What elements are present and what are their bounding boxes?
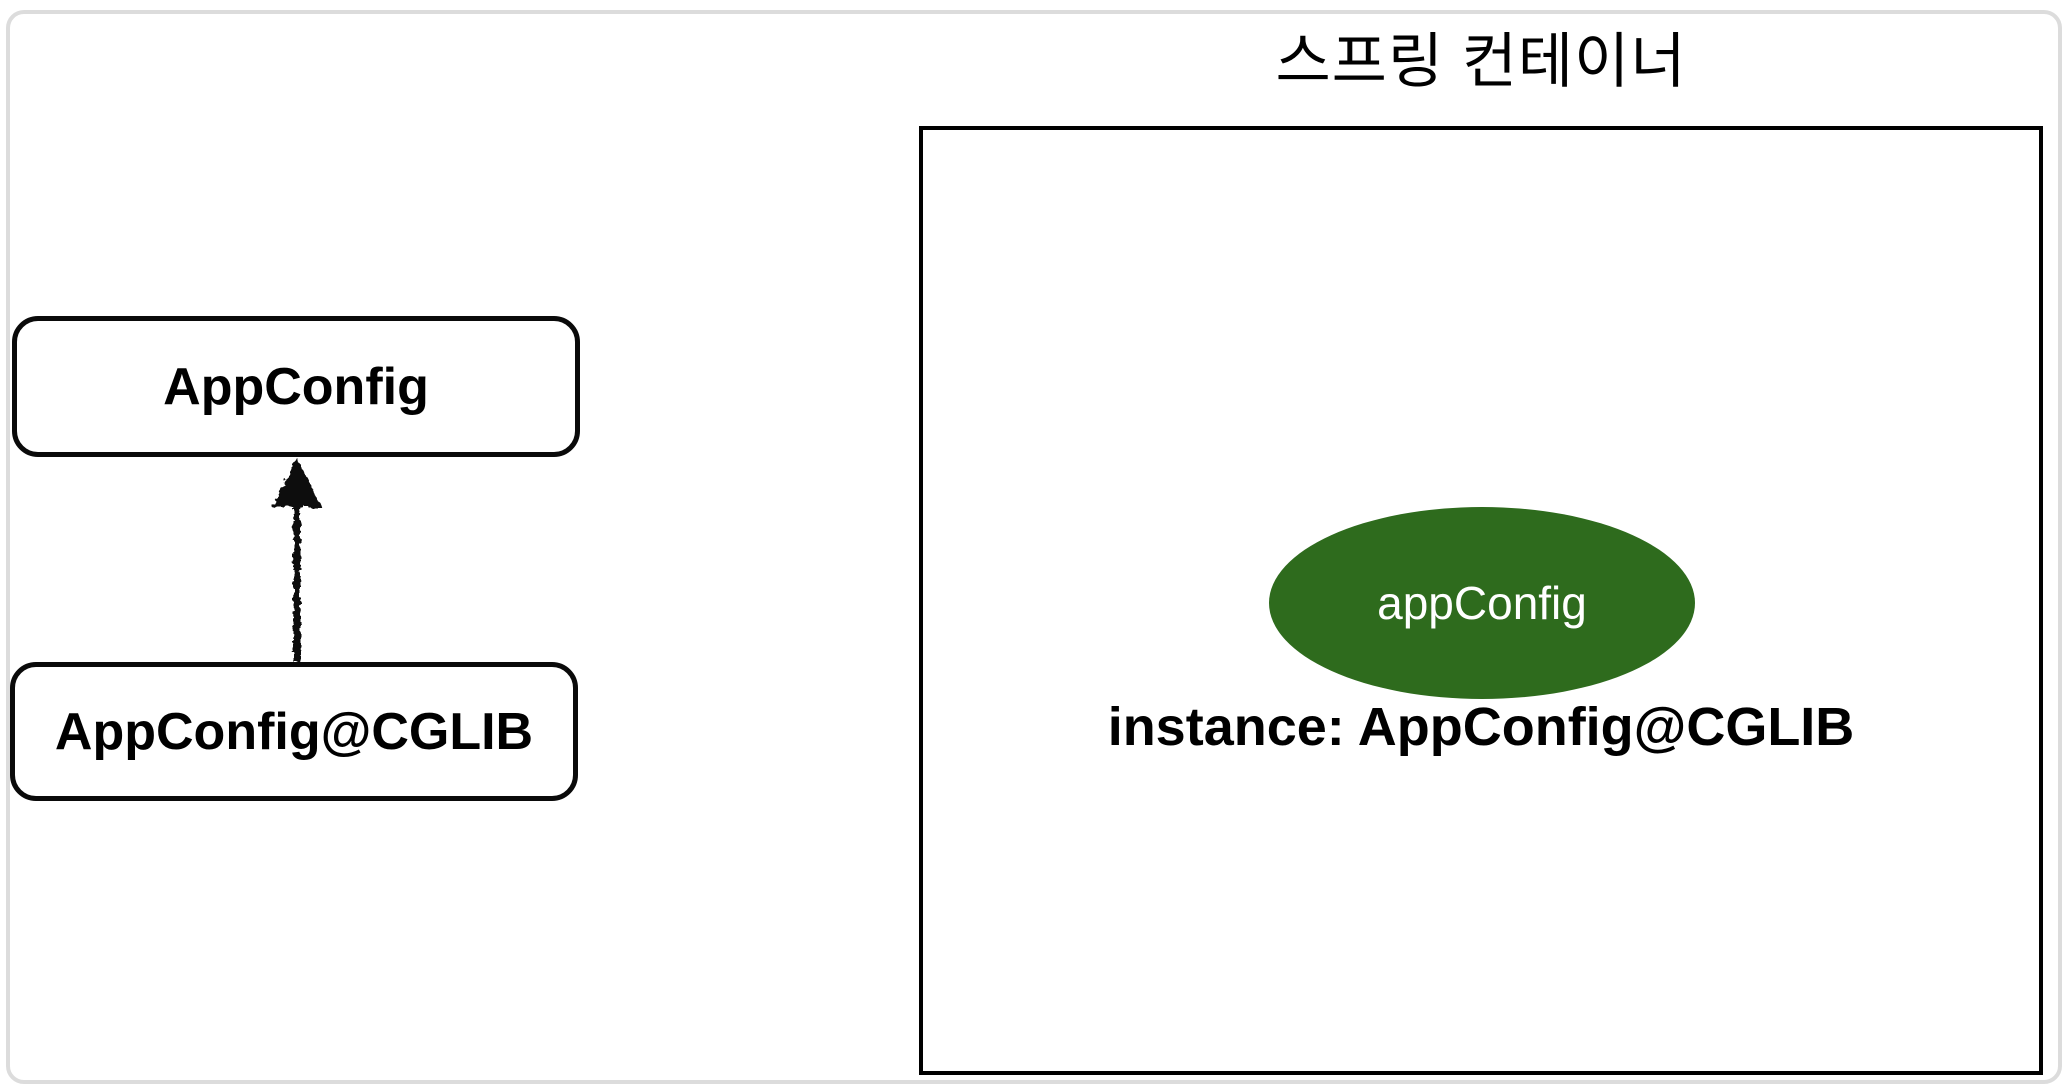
bean-name-label: appConfig (1377, 577, 1587, 629)
class-box-appconfig-cglib-label: AppConfig@CGLIB (54, 702, 534, 761)
spring-container-title: 스프링 컨테이너 (1275, 28, 1687, 95)
class-box-appconfig-cglib: AppConfig@CGLIB (10, 662, 578, 801)
spring-container-box: appConfig instance: AppConfig@CGLIB (919, 126, 2043, 1075)
extends-arrow-icon (272, 457, 322, 662)
bean-ellipse (1269, 507, 1695, 699)
bean-instance-label: instance: AppConfig@CGLIB (1107, 697, 1855, 757)
bean-ellipse-shape (1269, 507, 1695, 699)
extends-arrow-head (272, 457, 322, 508)
class-box-appconfig: AppConfig (12, 316, 580, 457)
class-box-appconfig-label: AppConfig (163, 357, 429, 416)
